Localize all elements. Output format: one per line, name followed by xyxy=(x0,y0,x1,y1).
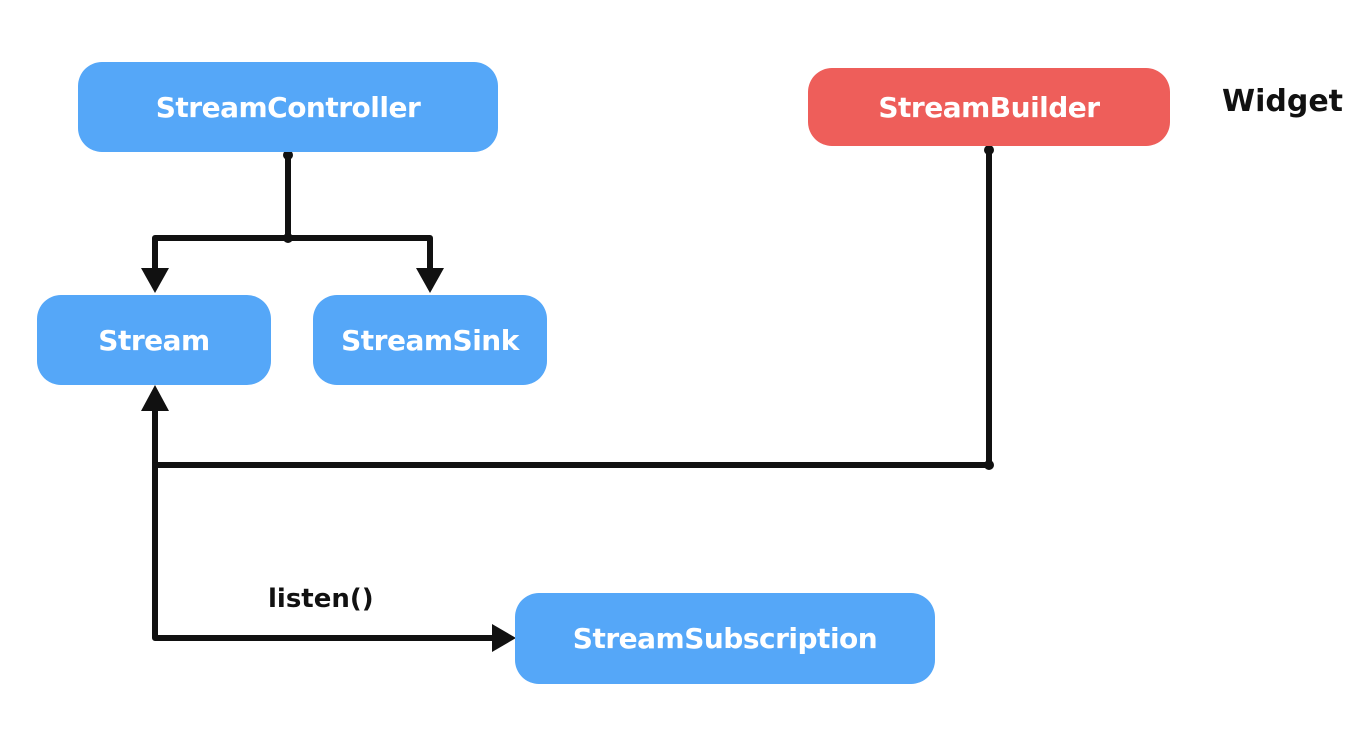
edge-controller-branches xyxy=(152,235,433,273)
stream-node[interactable]: Stream xyxy=(37,295,271,385)
stream-subscription-label: StreamSubscription xyxy=(572,622,878,655)
listen-annotation: listen() xyxy=(268,584,374,614)
arrowhead-into-stream xyxy=(141,385,169,411)
stream-sink-node[interactable]: StreamSink xyxy=(313,295,547,385)
arrowhead-to-stream xyxy=(141,268,169,293)
builder-anchor-dot xyxy=(984,145,994,155)
junction-dot xyxy=(283,233,293,243)
stream-subscription-node[interactable]: StreamSubscription xyxy=(515,593,935,684)
stream-label: Stream xyxy=(98,323,210,357)
edge-stream-to-subscription xyxy=(152,462,498,641)
controller-anchor-dot xyxy=(283,150,293,160)
widget-annotation: Widget xyxy=(1222,84,1344,119)
stream-controller-label: StreamController xyxy=(155,90,421,124)
arrowhead-to-stream-sink xyxy=(416,268,444,293)
builder-corner-dot xyxy=(984,460,994,470)
stream-builder-label: StreamBuilder xyxy=(878,90,1100,124)
stream-sink-label: StreamSink xyxy=(341,323,519,357)
edge-builder-to-stream xyxy=(152,147,992,468)
stream-builder-node[interactable]: StreamBuilder xyxy=(808,68,1170,146)
stream-controller-node[interactable]: StreamController xyxy=(78,62,498,152)
arrowhead-to-subscription xyxy=(492,624,516,652)
